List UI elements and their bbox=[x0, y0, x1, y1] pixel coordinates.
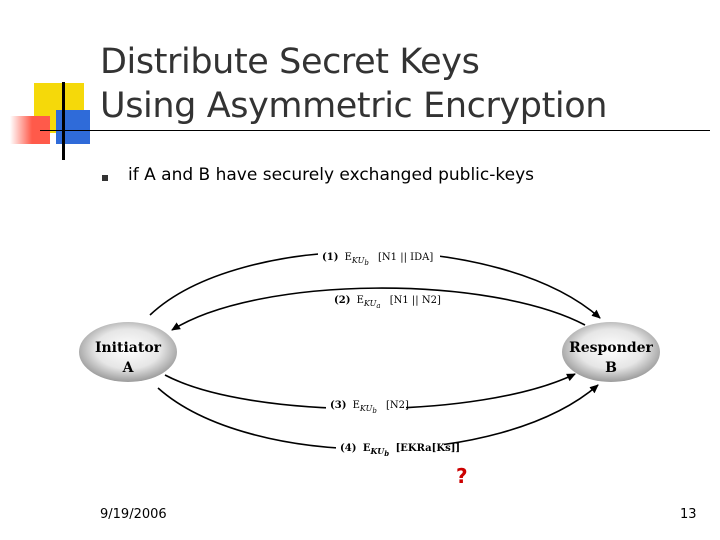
arrow-msg-2 bbox=[171, 287, 586, 331]
question-mark: ? bbox=[456, 464, 468, 488]
message-2-step: (2) bbox=[334, 295, 350, 306]
message-1-payload: [N1 || IDA] bbox=[378, 252, 433, 263]
slide-title: Distribute Secret Keys Using Asymmetric … bbox=[100, 40, 607, 128]
initiator-node bbox=[79, 322, 177, 382]
message-1-step: (1) bbox=[322, 252, 338, 263]
bullet-text: if A and B have securely exchanged publi… bbox=[128, 165, 534, 185]
page-number: 13 bbox=[680, 507, 697, 522]
title-rule bbox=[40, 130, 710, 131]
decor-blue-square bbox=[56, 110, 90, 144]
initiator-label-line1: Initiator bbox=[95, 340, 162, 356]
message-4-label: (4) EKUb [EKRa[Ks]] bbox=[340, 443, 460, 459]
initiator-label-line2: A bbox=[122, 360, 135, 376]
title-line-2: Using Asymmetric Encryption bbox=[100, 86, 608, 126]
message-4-step: (4) bbox=[340, 443, 356, 454]
decor-vertical-line bbox=[62, 82, 65, 160]
message-2-label: (2) EKUa [N1 || N2] bbox=[334, 295, 441, 311]
title-line-1: Distribute Secret Keys bbox=[100, 42, 480, 82]
message-3-label: (3) EKUb [N2] bbox=[330, 400, 409, 416]
message-4-payload: [EKRa[Ks]] bbox=[396, 443, 461, 454]
message-3-payload: [N2] bbox=[386, 400, 409, 411]
responder-label-line1: Responder bbox=[569, 340, 653, 356]
message-3-step: (3) bbox=[330, 400, 346, 411]
bullet-marker-icon bbox=[102, 175, 108, 181]
message-1-label: (1) EKUb [N1 || IDA] bbox=[322, 252, 433, 268]
responder-node bbox=[562, 322, 660, 382]
footer-date: 9/19/2006 bbox=[100, 507, 167, 522]
message-2-payload: [N1 || N2] bbox=[390, 295, 441, 306]
responder-label-line2: B bbox=[605, 360, 617, 376]
